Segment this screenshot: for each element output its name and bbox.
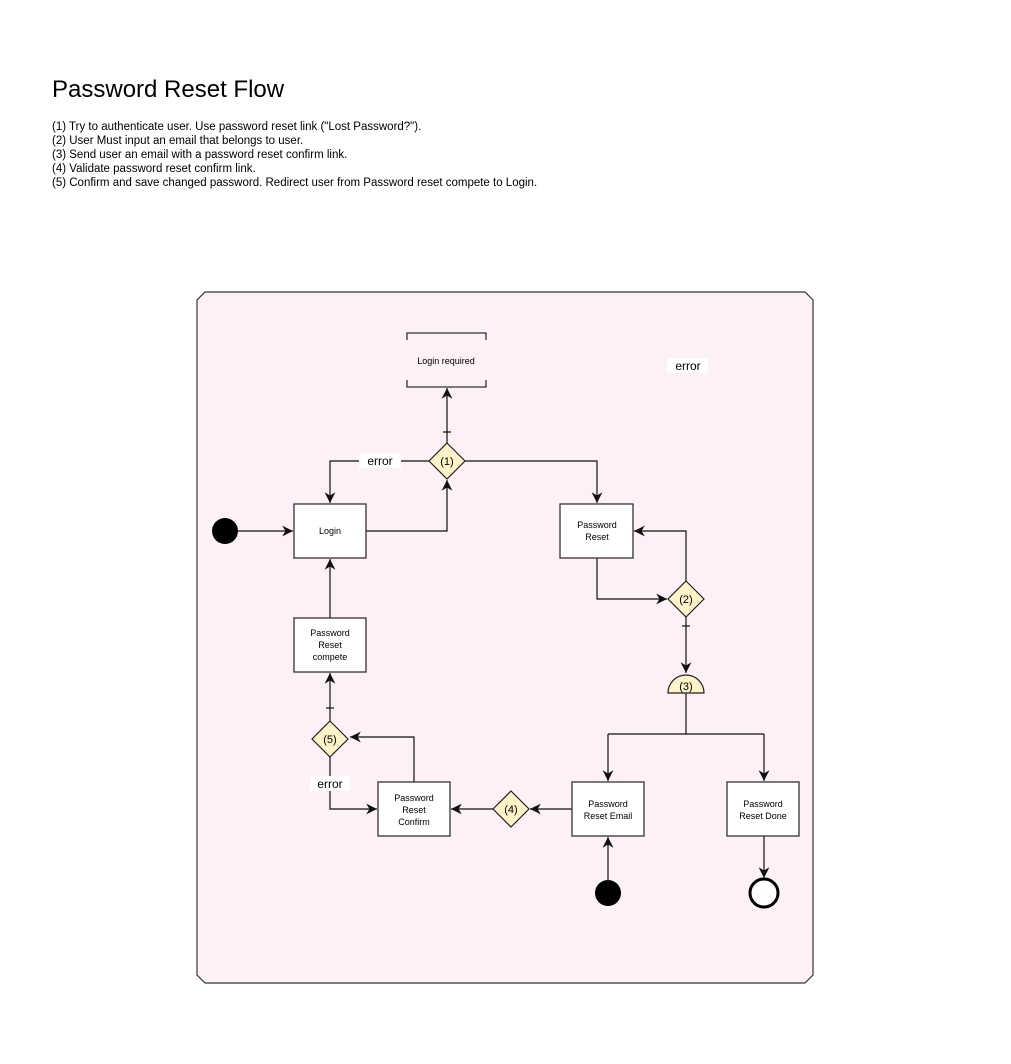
error-label: error <box>367 454 392 468</box>
svg-text:(3): (3) <box>679 681 692 693</box>
password-reset-confirm-node[interactable]: Password Reset Confirm <box>377 781 451 837</box>
end-node <box>748 877 780 909</box>
decision-4[interactable]: (4) <box>492 790 530 828</box>
svg-text:Reset Done: Reset Done <box>739 811 787 821</box>
svg-text:compete: compete <box>313 652 348 662</box>
note-3: (3) Send user an email with a password r… <box>52 149 348 161</box>
edge-reset-d2 <box>596 558 667 605</box>
notes: (1) Try to authenticate user. Use passwo… <box>52 120 537 190</box>
send-signal-3[interactable]: (3) <box>667 674 705 694</box>
svg-text:Password: Password <box>588 799 628 809</box>
svg-text:(2): (2) <box>679 594 692 606</box>
svg-text:(5): (5) <box>323 734 336 746</box>
edge-d3-split <box>608 693 764 735</box>
start-node <box>212 518 238 544</box>
login-node[interactable]: Login <box>293 503 367 559</box>
decision-1[interactable]: (1) <box>428 442 466 480</box>
note-5: (5) Confirm and save changed password. R… <box>52 177 538 189</box>
note-4: (4) Validate password reset confirm link… <box>52 163 256 175</box>
svg-text:Reset: Reset <box>402 805 426 815</box>
error-label: error <box>317 777 342 791</box>
password-reset-node[interactable]: Password Reset <box>559 503 634 559</box>
svg-text:Password: Password <box>394 793 434 803</box>
svg-text:Reset: Reset <box>585 532 609 542</box>
frame <box>196 291 814 984</box>
password-reset-compete-node[interactable]: Password Reset compete <box>293 617 367 673</box>
note-2: (2) User Must input an email that belong… <box>52 135 304 147</box>
edge-d1-password-reset <box>465 460 603 503</box>
login-required-node[interactable]: Login required <box>406 332 487 388</box>
svg-text:Confirm: Confirm <box>398 817 430 827</box>
svg-text:Login required: Login required <box>417 356 475 366</box>
password-reset-email-node[interactable]: Password Reset Email <box>571 781 645 837</box>
svg-text:Reset: Reset <box>318 640 342 650</box>
password-reset-done-node[interactable]: Password Reset Done <box>726 781 800 837</box>
svg-text:Login: Login <box>319 526 341 536</box>
svg-text:Password: Password <box>743 799 783 809</box>
decision-2[interactable]: (2) <box>667 580 705 618</box>
start-node-email <box>595 880 621 906</box>
decision-5[interactable]: (5) <box>311 720 349 758</box>
error-label: error <box>675 359 700 373</box>
edge-d5-error-confirm <box>329 757 377 815</box>
edge-d2-reset <box>634 525 687 581</box>
page-title: Password Reset Flow <box>52 76 285 103</box>
svg-text:(1): (1) <box>440 456 453 468</box>
svg-text:(4): (4) <box>504 804 517 816</box>
svg-text:Password: Password <box>577 520 617 530</box>
edge-confirm-d5 <box>350 731 415 782</box>
svg-text:Reset Email: Reset Email <box>584 811 633 821</box>
edge-login-d1 <box>366 480 453 532</box>
note-1: (1) Try to authenticate user. Use passwo… <box>52 121 422 133</box>
svg-text:Password: Password <box>310 628 350 638</box>
